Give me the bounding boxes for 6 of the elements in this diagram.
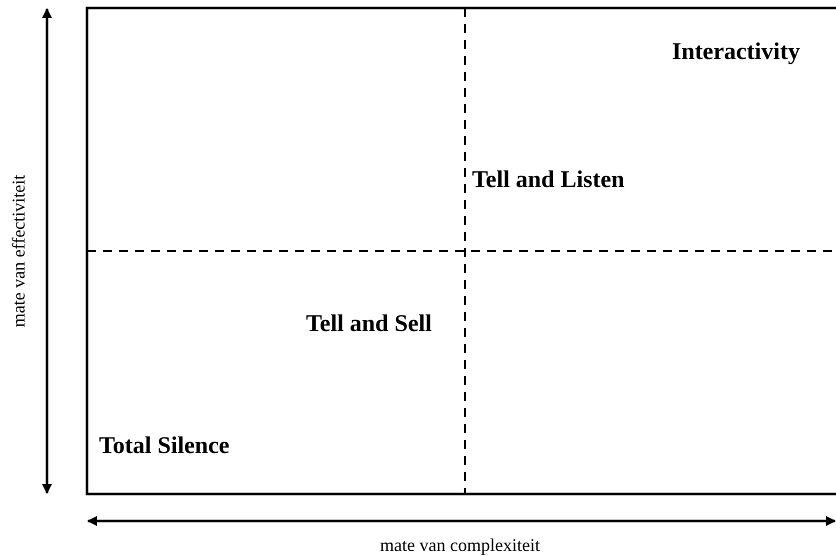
quadrant-label: Interactivity bbox=[672, 40, 800, 64]
quadrant-label: Tell and Listen bbox=[472, 168, 624, 192]
quadrant-label: Total Silence bbox=[99, 434, 230, 458]
quadrant-label: Tell and Sell bbox=[306, 312, 432, 336]
axis-label: mate van effectiviteit bbox=[8, 174, 27, 328]
axis-label: mate van complexiteit bbox=[380, 536, 540, 554]
